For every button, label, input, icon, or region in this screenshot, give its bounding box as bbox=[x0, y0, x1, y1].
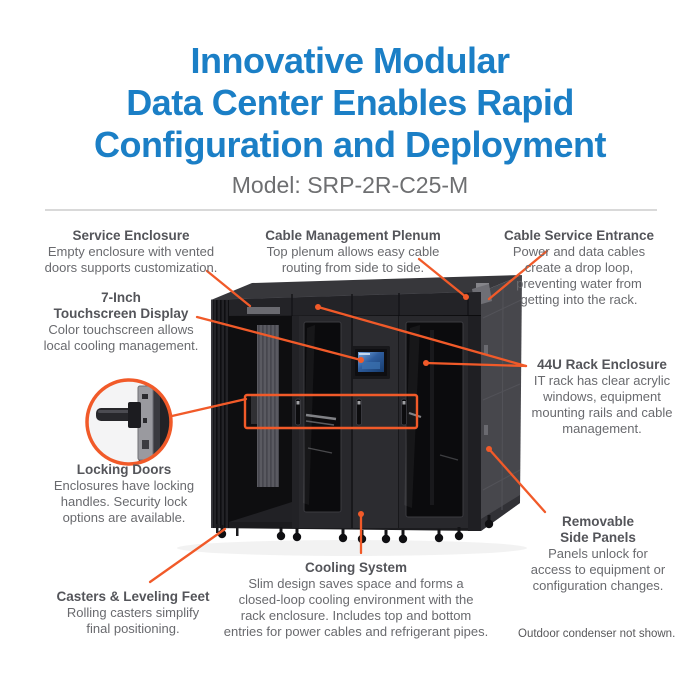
callout-heading: 44U Rack Enclosure bbox=[537, 357, 667, 372]
callout-body: Empty enclosure with vented doors suppor… bbox=[44, 244, 218, 275]
plenum-top-face bbox=[211, 275, 522, 300]
service-enclosure-bay bbox=[211, 300, 292, 528]
leader-lines bbox=[148, 249, 549, 584]
leader-line-dots bbox=[315, 294, 492, 517]
callout-service-enclosure: Service Enclosure Empty enclosure with v… bbox=[40, 228, 222, 276]
touchscreen-display bbox=[352, 346, 390, 379]
leader-line-touchscreen bbox=[195, 315, 363, 362]
callout-body: Top plenum allows easy cable routing fro… bbox=[266, 244, 440, 275]
it-rack-door-left bbox=[299, 316, 352, 528]
locking-handles-highlight-box bbox=[243, 393, 419, 430]
model-number: Model: SRP-2R-C25-M bbox=[231, 172, 469, 198]
side-panel bbox=[481, 275, 522, 531]
callout-cable-management-plenum: Cable Management Plenum Top plenum allow… bbox=[240, 228, 466, 276]
callout-body: Enclosures have locking handles. Securit… bbox=[53, 478, 195, 525]
callout-removable-side-panels: Removable Side Panels Panels unlock for … bbox=[508, 514, 688, 594]
leader-line-44u-lower bbox=[424, 361, 528, 368]
inset-connector-line bbox=[170, 397, 248, 418]
callout-body: Panels unlock for access to equipment or… bbox=[530, 546, 666, 593]
callout-heading: Casters & Leveling Feet bbox=[56, 589, 210, 604]
leader-line-44u-upper bbox=[316, 305, 528, 368]
locking-handle-detail bbox=[87, 380, 171, 464]
vented-inner-door bbox=[257, 325, 279, 487]
callout-heading: Cable Service Entrance bbox=[503, 228, 655, 243]
title-line-3: Configuration and Deployment bbox=[94, 124, 607, 165]
callout-heading: Cooling System bbox=[304, 560, 407, 575]
callout-casters-leveling-feet: Casters & Leveling Feet Rolling casters … bbox=[32, 589, 234, 637]
locking-door-inset bbox=[85, 378, 173, 466]
callout-44u-rack-enclosure: 44U Rack Enclosure IT rack has clear acr… bbox=[515, 357, 689, 437]
header-divider bbox=[45, 209, 657, 211]
callout-heading: Cable Management Plenum bbox=[265, 228, 441, 243]
callout-body: Power and data cables create a drop loop… bbox=[512, 244, 646, 307]
callout-cable-service-entrance: Cable Service Entrance Power and data ca… bbox=[492, 228, 666, 308]
title-line-2: Data Center Enables Rapid bbox=[126, 82, 574, 123]
callout-touchscreen-display: 7-Inch Touchscreen Display Color touchsc… bbox=[25, 290, 217, 354]
callout-body: Slim design saves space and forms a clos… bbox=[223, 576, 489, 639]
rack-enclosure-illustration bbox=[210, 275, 522, 544]
callout-body: Color touchscreen allows local cooling m… bbox=[43, 322, 199, 353]
leader-line-casters bbox=[148, 527, 227, 584]
door-handles bbox=[295, 398, 407, 426]
callout-cooling-system: Cooling System Slim design saves space a… bbox=[206, 560, 506, 640]
leader-line-cable-plenum bbox=[417, 257, 468, 299]
inset-circle-ring bbox=[85, 378, 173, 466]
floor-shadow bbox=[177, 540, 527, 556]
callout-heading: Service Enclosure bbox=[72, 228, 190, 243]
page-title: Innovative Modular Data Center Enables R… bbox=[0, 40, 700, 166]
condenser-footnote: Outdoor condenser not shown. bbox=[518, 628, 676, 640]
callout-heading: Locking Doors bbox=[76, 462, 172, 477]
callout-locking-doors: Locking Doors Enclosures have locking ha… bbox=[28, 462, 220, 526]
callout-heading: Removable Side Panels bbox=[560, 514, 636, 545]
callout-body: IT rack has clear acrylic windows, equip… bbox=[531, 373, 673, 436]
leader-line-side-panels bbox=[487, 447, 547, 514]
title-line-1: Innovative Modular bbox=[190, 40, 510, 81]
callout-heading: 7-Inch Touchscreen Display bbox=[53, 290, 189, 321]
enclosure-floor bbox=[229, 502, 292, 522]
callout-body: Rolling casters simplify final positioni… bbox=[66, 605, 200, 636]
leader-line-service-enclosure bbox=[205, 269, 252, 308]
it-rack-door-right bbox=[399, 316, 468, 528]
leader-line-cable-entrance bbox=[487, 249, 549, 301]
